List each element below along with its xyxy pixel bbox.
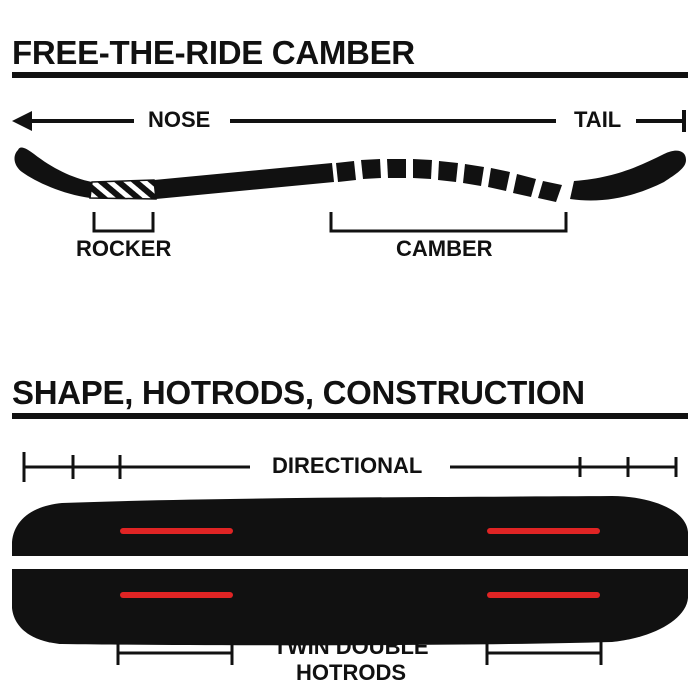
title-rule xyxy=(12,413,688,419)
hotrods xyxy=(120,528,600,598)
hotrod-brackets xyxy=(116,641,603,665)
board-profile xyxy=(14,147,686,202)
left-arrow-icon xyxy=(12,111,32,131)
section-title-camber: FREE-THE-RIDE CAMBER xyxy=(12,34,415,71)
rocker-label: ROCKER xyxy=(76,236,172,261)
board-top-half xyxy=(12,496,688,556)
section-title-shape: SHAPE, HOTRODS, CONSTRUCTION xyxy=(12,374,585,411)
camber-label: CAMBER xyxy=(396,236,493,261)
tail-label: TAIL xyxy=(574,107,622,132)
directional-label: DIRECTIONAL xyxy=(272,453,423,478)
camber-bracket xyxy=(329,212,568,233)
flat-section xyxy=(154,163,334,199)
hotrods-label-line2: HOTRODS xyxy=(296,660,406,685)
rocker-zone xyxy=(89,179,157,200)
board-bottom-half xyxy=(12,569,688,646)
nose-tip xyxy=(14,147,92,198)
title-rule xyxy=(12,72,688,78)
camber-segments xyxy=(336,159,562,202)
nose-label: NOSE xyxy=(148,107,211,132)
nose-tail-direction-line xyxy=(12,110,686,132)
directional-scale xyxy=(22,452,678,482)
board-top-view xyxy=(12,496,688,646)
rocker-bracket xyxy=(92,212,155,233)
tail-tip xyxy=(570,150,686,201)
